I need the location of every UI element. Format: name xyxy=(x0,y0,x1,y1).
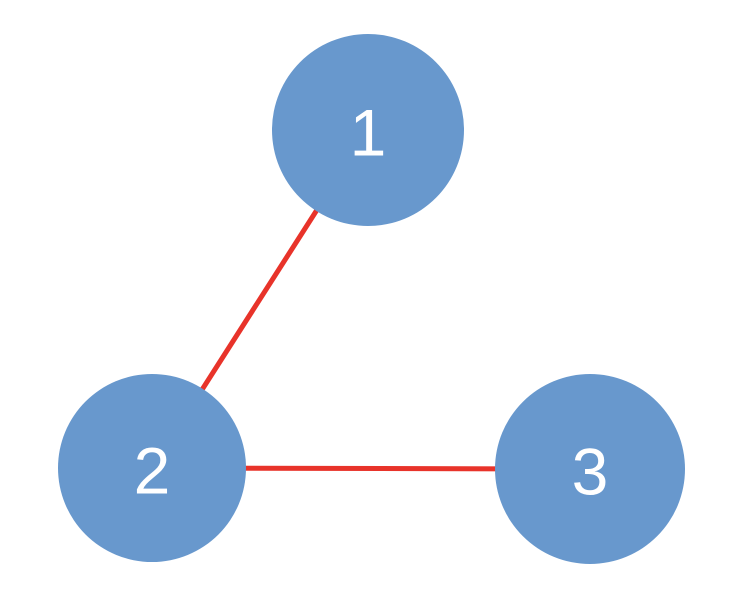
node-2-label: 2 xyxy=(134,434,171,508)
node-2: 2 xyxy=(58,374,246,562)
node-3-label: 3 xyxy=(572,435,609,509)
node-3-circle xyxy=(495,374,685,564)
node-3: 3 xyxy=(495,374,685,564)
node-1-circle xyxy=(272,34,464,226)
node-1-label: 1 xyxy=(350,96,387,170)
node-1: 1 xyxy=(272,34,464,226)
node-2-circle xyxy=(58,374,246,562)
